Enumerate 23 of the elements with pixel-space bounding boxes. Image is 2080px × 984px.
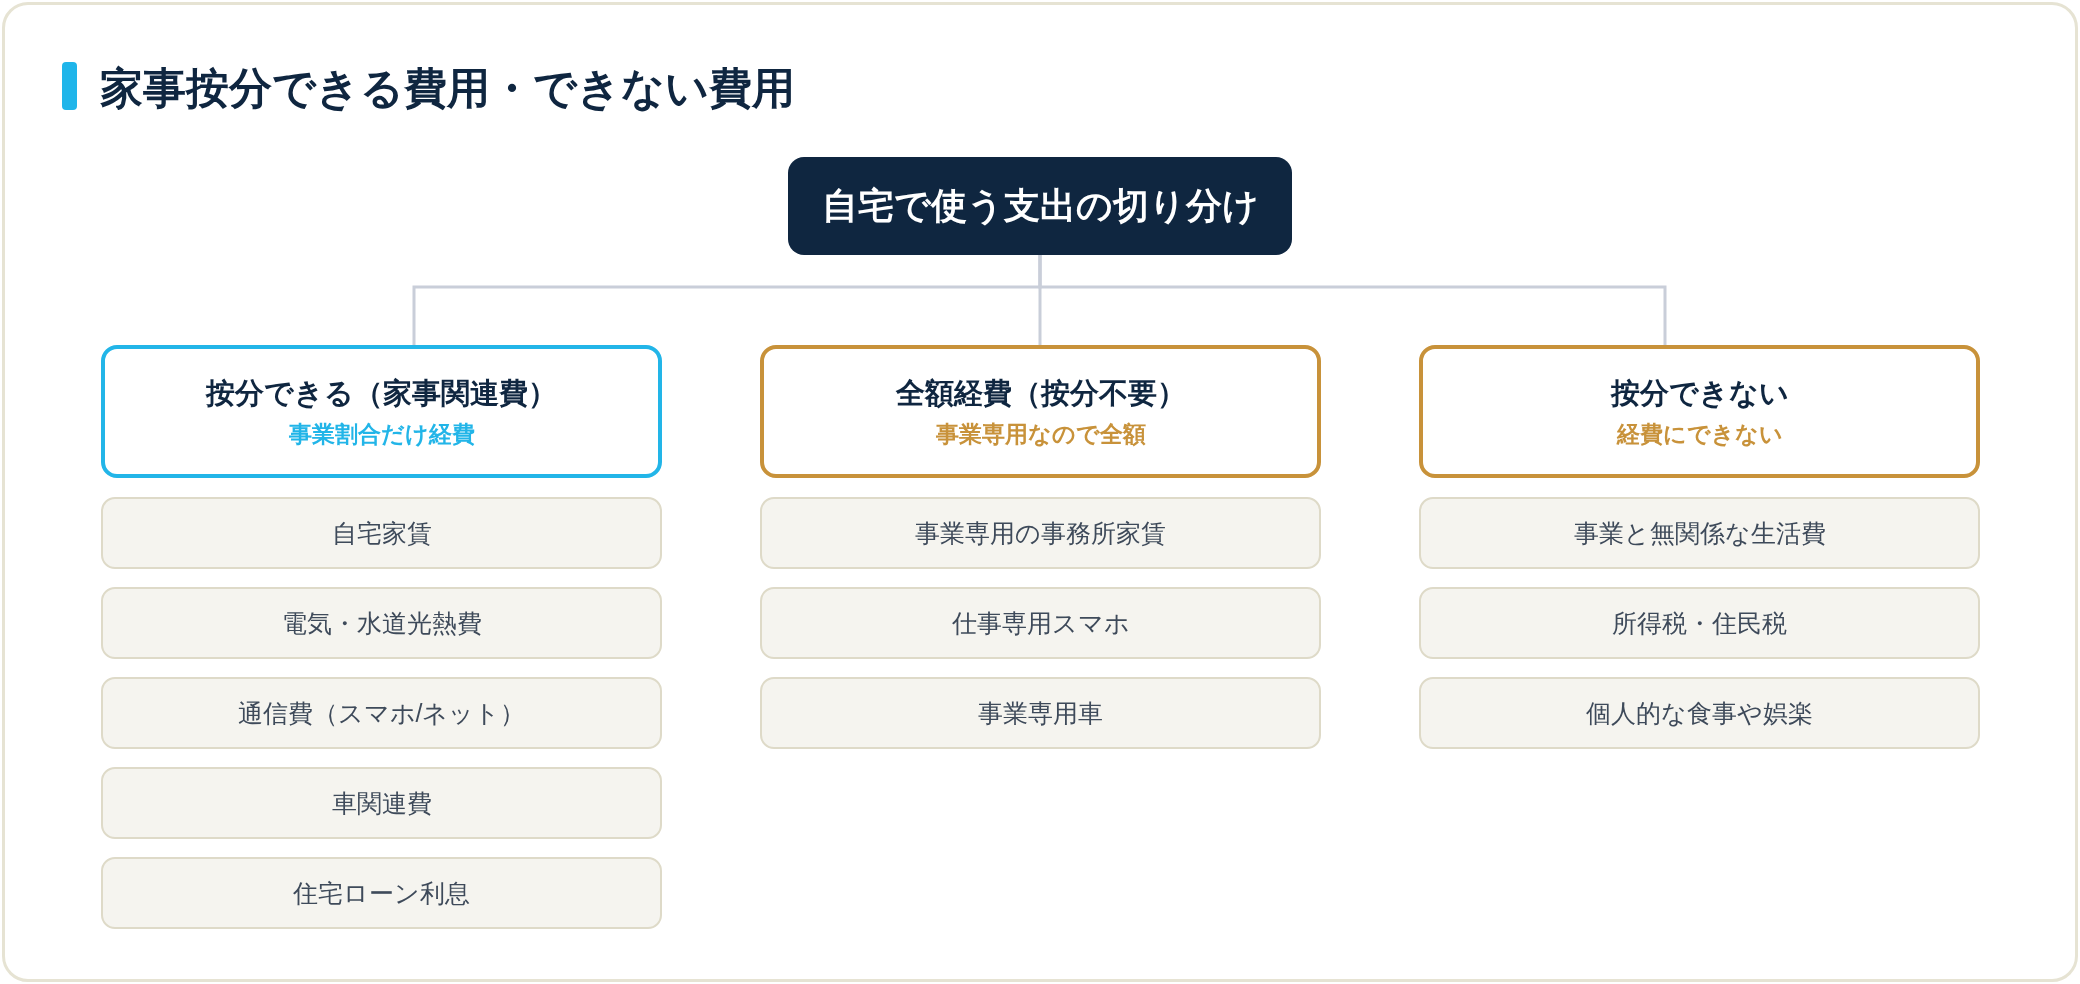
item-box: 事業専用車 [760, 677, 1321, 749]
item-box: 仕事専用スマホ [760, 587, 1321, 659]
item-box: 自宅家賃 [101, 497, 662, 569]
category-heading: 全額経費（按分不要） [895, 376, 1186, 411]
item-box: 所得税・住民税 [1419, 587, 1980, 659]
item-box: 事業専用の事務所家賃 [760, 497, 1321, 569]
category-heading: 按分できる（家事関連費） [206, 376, 557, 411]
item-box: 通信費（スマホ/ネット） [101, 677, 662, 749]
connector-line [1038, 255, 1667, 345]
category-box [1419, 345, 1980, 478]
category-box [760, 345, 1321, 478]
category-note: 経費にできない [1616, 420, 1783, 448]
title: 家事按分できる費用・できない費用 [100, 63, 795, 114]
item-box: 電気・水道光熱費 [101, 587, 662, 659]
category-box [101, 345, 662, 478]
root-box: 自宅で使う支出の切り分け [788, 157, 1292, 255]
category-note: 事業専用なので全額 [935, 420, 1146, 448]
item-box: 車関連費 [101, 767, 662, 839]
item-box: 個人的な食事や娯楽 [1419, 677, 1980, 749]
item-box: 住宅ローン利息 [101, 857, 662, 929]
category-note: 事業割合だけ経費 [288, 420, 475, 448]
item-box: 事業と無関係な生活費 [1419, 497, 1980, 569]
category-heading: 按分できない [1610, 376, 1789, 411]
